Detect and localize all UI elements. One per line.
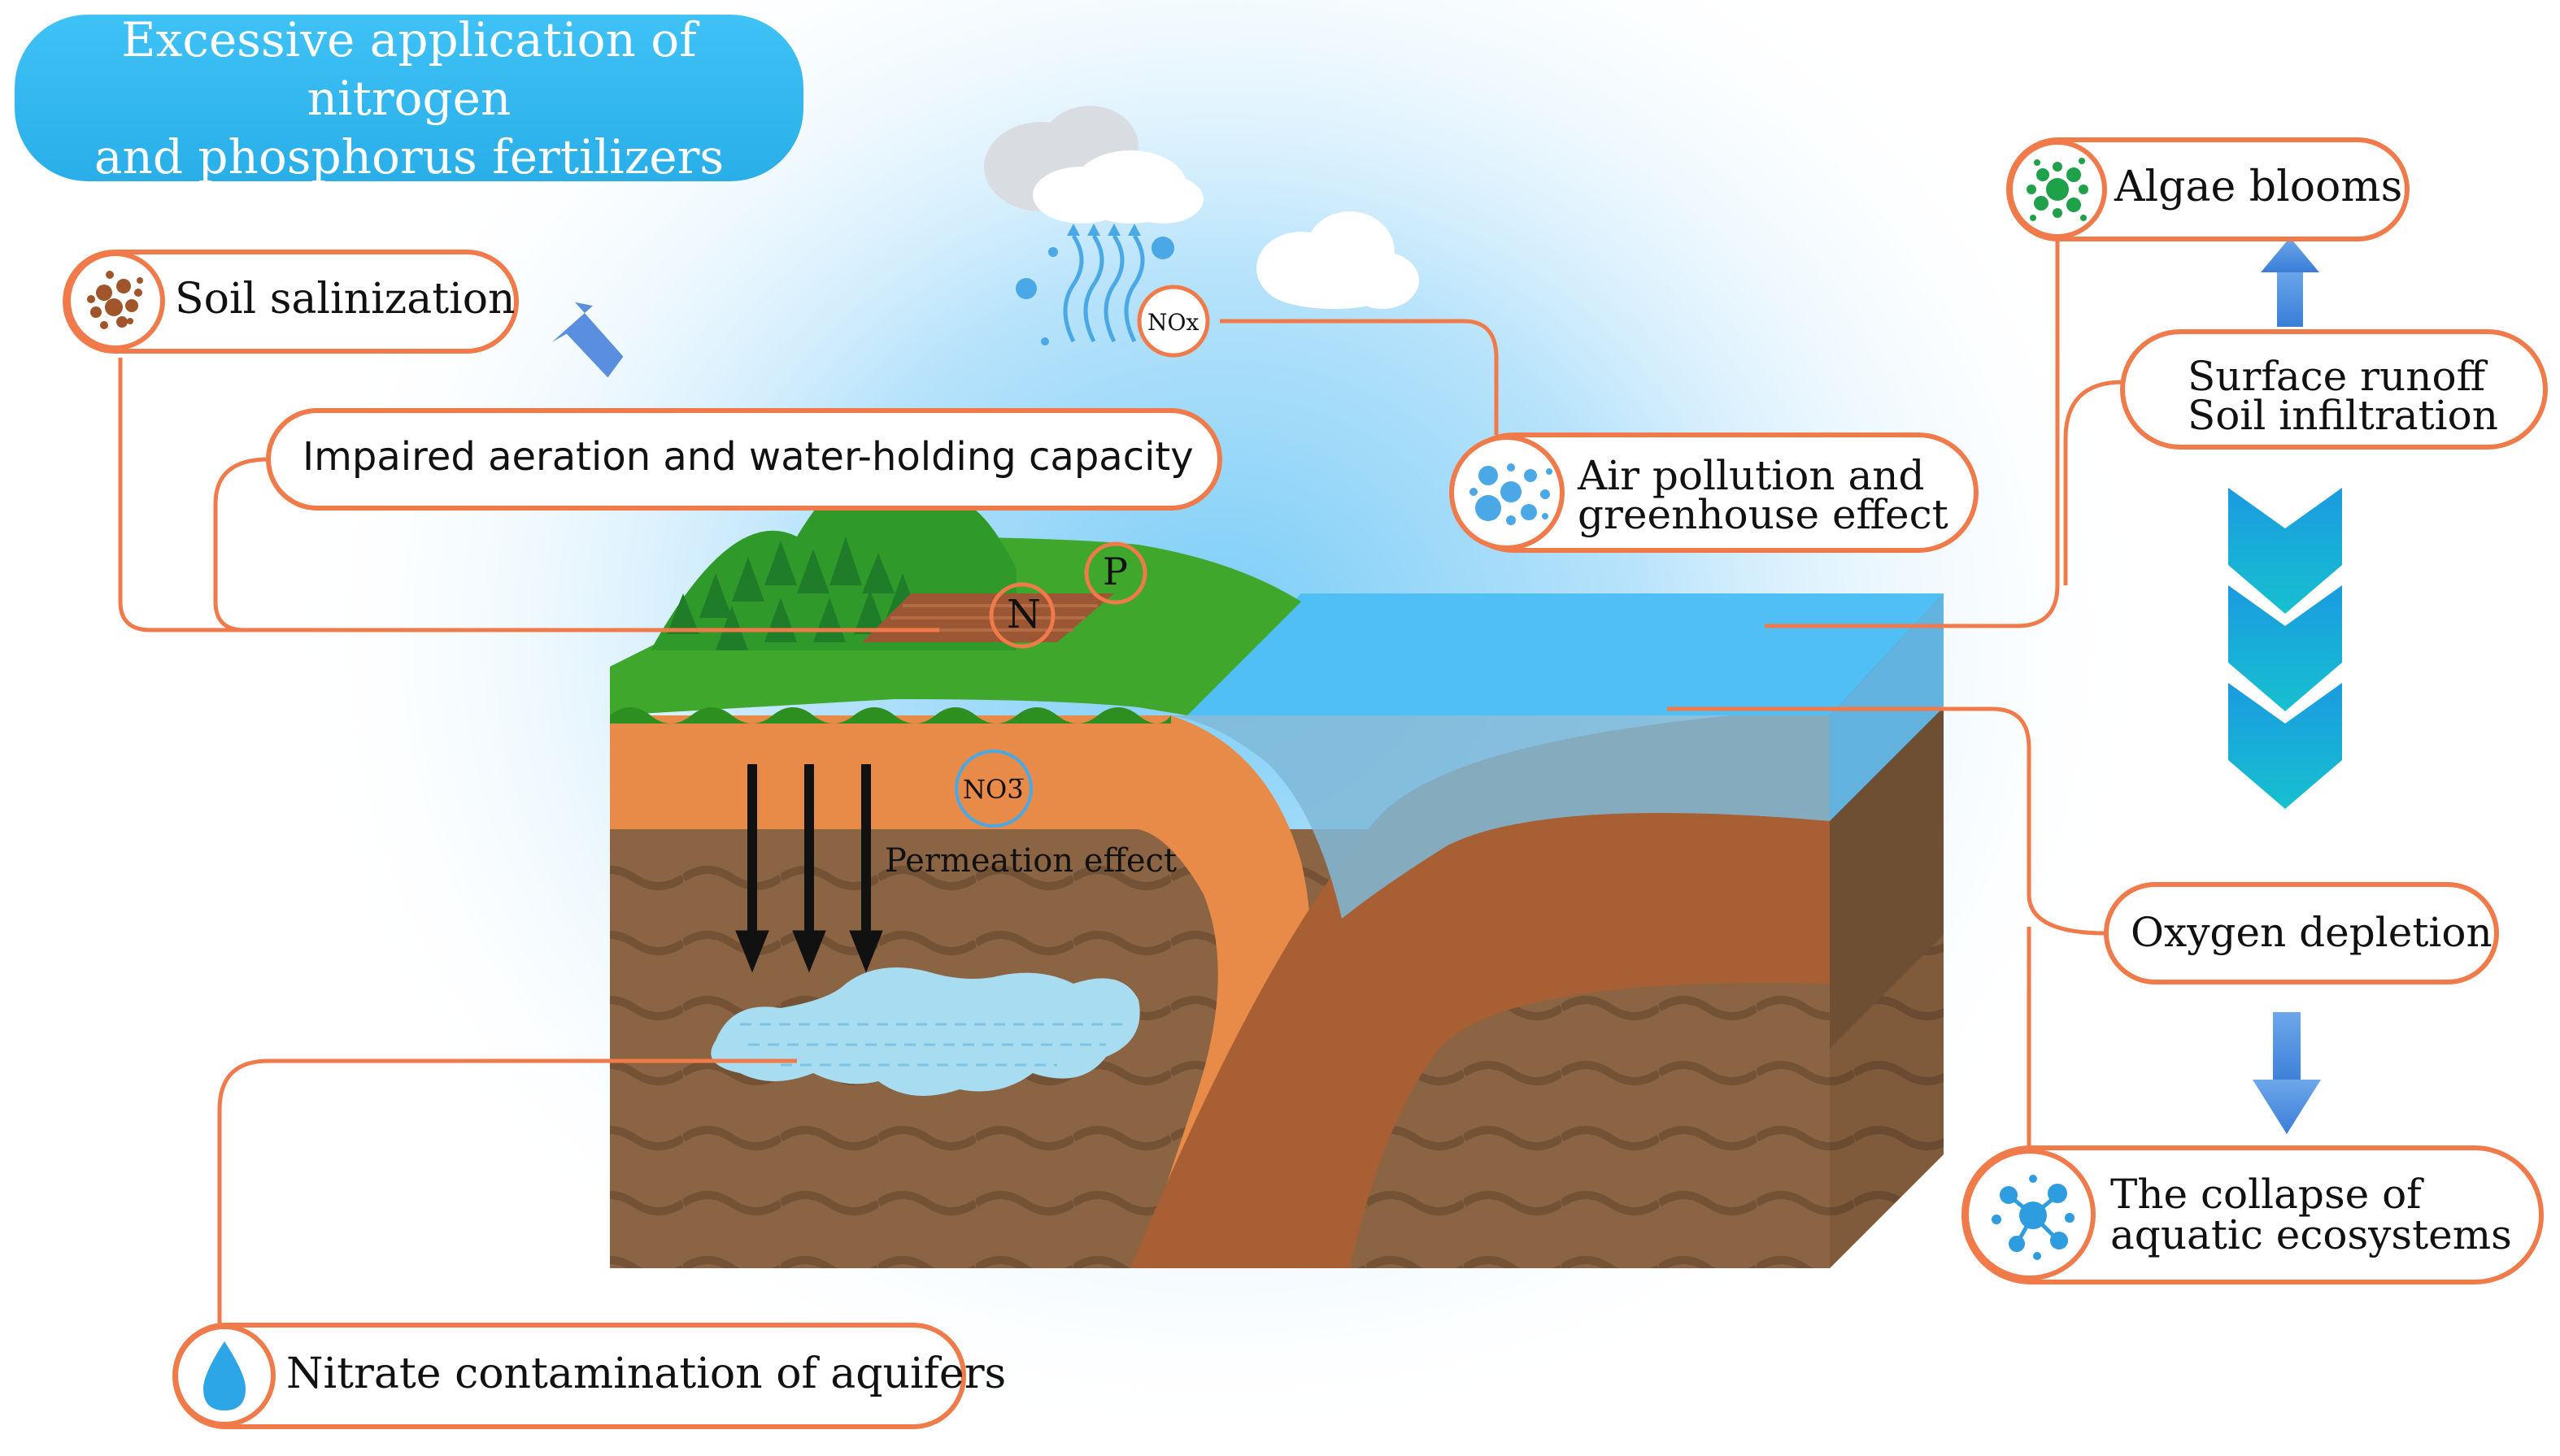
chevron-arrows — [2228, 488, 2342, 809]
arrow-down-to-collapse — [2253, 1012, 2321, 1134]
collapse-label-line-2: aquatic ecosystems — [2110, 1211, 2512, 1258]
title-line-2: and phosphorus fertilizers — [94, 128, 725, 185]
phosphorus-marker-circle — [1084, 541, 1147, 605]
water-drop-icon — [203, 1341, 246, 1410]
sediment-layer — [1130, 707, 1830, 1268]
water-surface — [1187, 593, 1944, 715]
impaired-aeration-label: Impaired aeration and water-holding capa… — [303, 434, 1194, 480]
soil-salinization-icon — [87, 271, 143, 329]
callout-impaired-aeration — [266, 408, 1222, 511]
nitrogen-marker-circle — [989, 582, 1056, 649]
nitrate-contamination-label: Nitrate contamination of aquifers — [286, 1350, 1007, 1398]
air-pollution-icon — [1469, 463, 1552, 525]
permeation-arrows — [735, 764, 883, 973]
collapse-label-line-1: The collapse of — [2110, 1171, 2422, 1218]
nitrogen-marker: N — [1007, 592, 1041, 637]
nitrate-marker: NO3̅ — [963, 774, 1024, 805]
callout-oxygen-depletion — [2104, 882, 2499, 984]
callout-runoff — [2120, 329, 2548, 450]
aquatic-ecosystem-icon — [1992, 1175, 2075, 1260]
air-pollution-label-line-1: Air pollution and — [1578, 452, 1925, 499]
cloud-icon — [1256, 211, 1419, 309]
air-pollution-label-line-2: greenhouse effect — [1578, 491, 1948, 538]
aquifer — [711, 967, 1140, 1096]
connector-lines — [118, 240, 2123, 1325]
runoff-label-line-2: Soil infiltration — [2188, 392, 2498, 439]
main-title: Excessive application of nitrogen and ph… — [15, 12, 803, 185]
arrow-up-soil — [551, 302, 624, 378]
title-line-1: Excessive application of nitrogen — [121, 11, 697, 126]
arrow-up-to-algae — [2261, 237, 2319, 327]
callout-soil-salinization — [63, 250, 519, 354]
nox-marker-circle — [1137, 285, 1210, 358]
topsoil-layer — [610, 715, 1311, 1268]
runoff-label-line-1: Surface runoff — [2188, 353, 2486, 400]
soil-salinization-label: Soil salinization — [175, 275, 516, 324]
phosphorus-marker: P — [1103, 550, 1128, 593]
nitrate-marker-circle — [955, 750, 1033, 828]
algae-blooms-label: Algae blooms — [2114, 163, 2403, 211]
permeation-effect-label: Permeation effect — [885, 842, 1178, 880]
oxygen-depletion-label: Oxygen depletion — [2131, 909, 2493, 956]
water-body — [1171, 715, 1830, 919]
nox-marker: NOx — [1147, 309, 1199, 336]
algae-icon — [2027, 158, 2088, 221]
rain-cloud-icon — [984, 106, 1204, 346]
